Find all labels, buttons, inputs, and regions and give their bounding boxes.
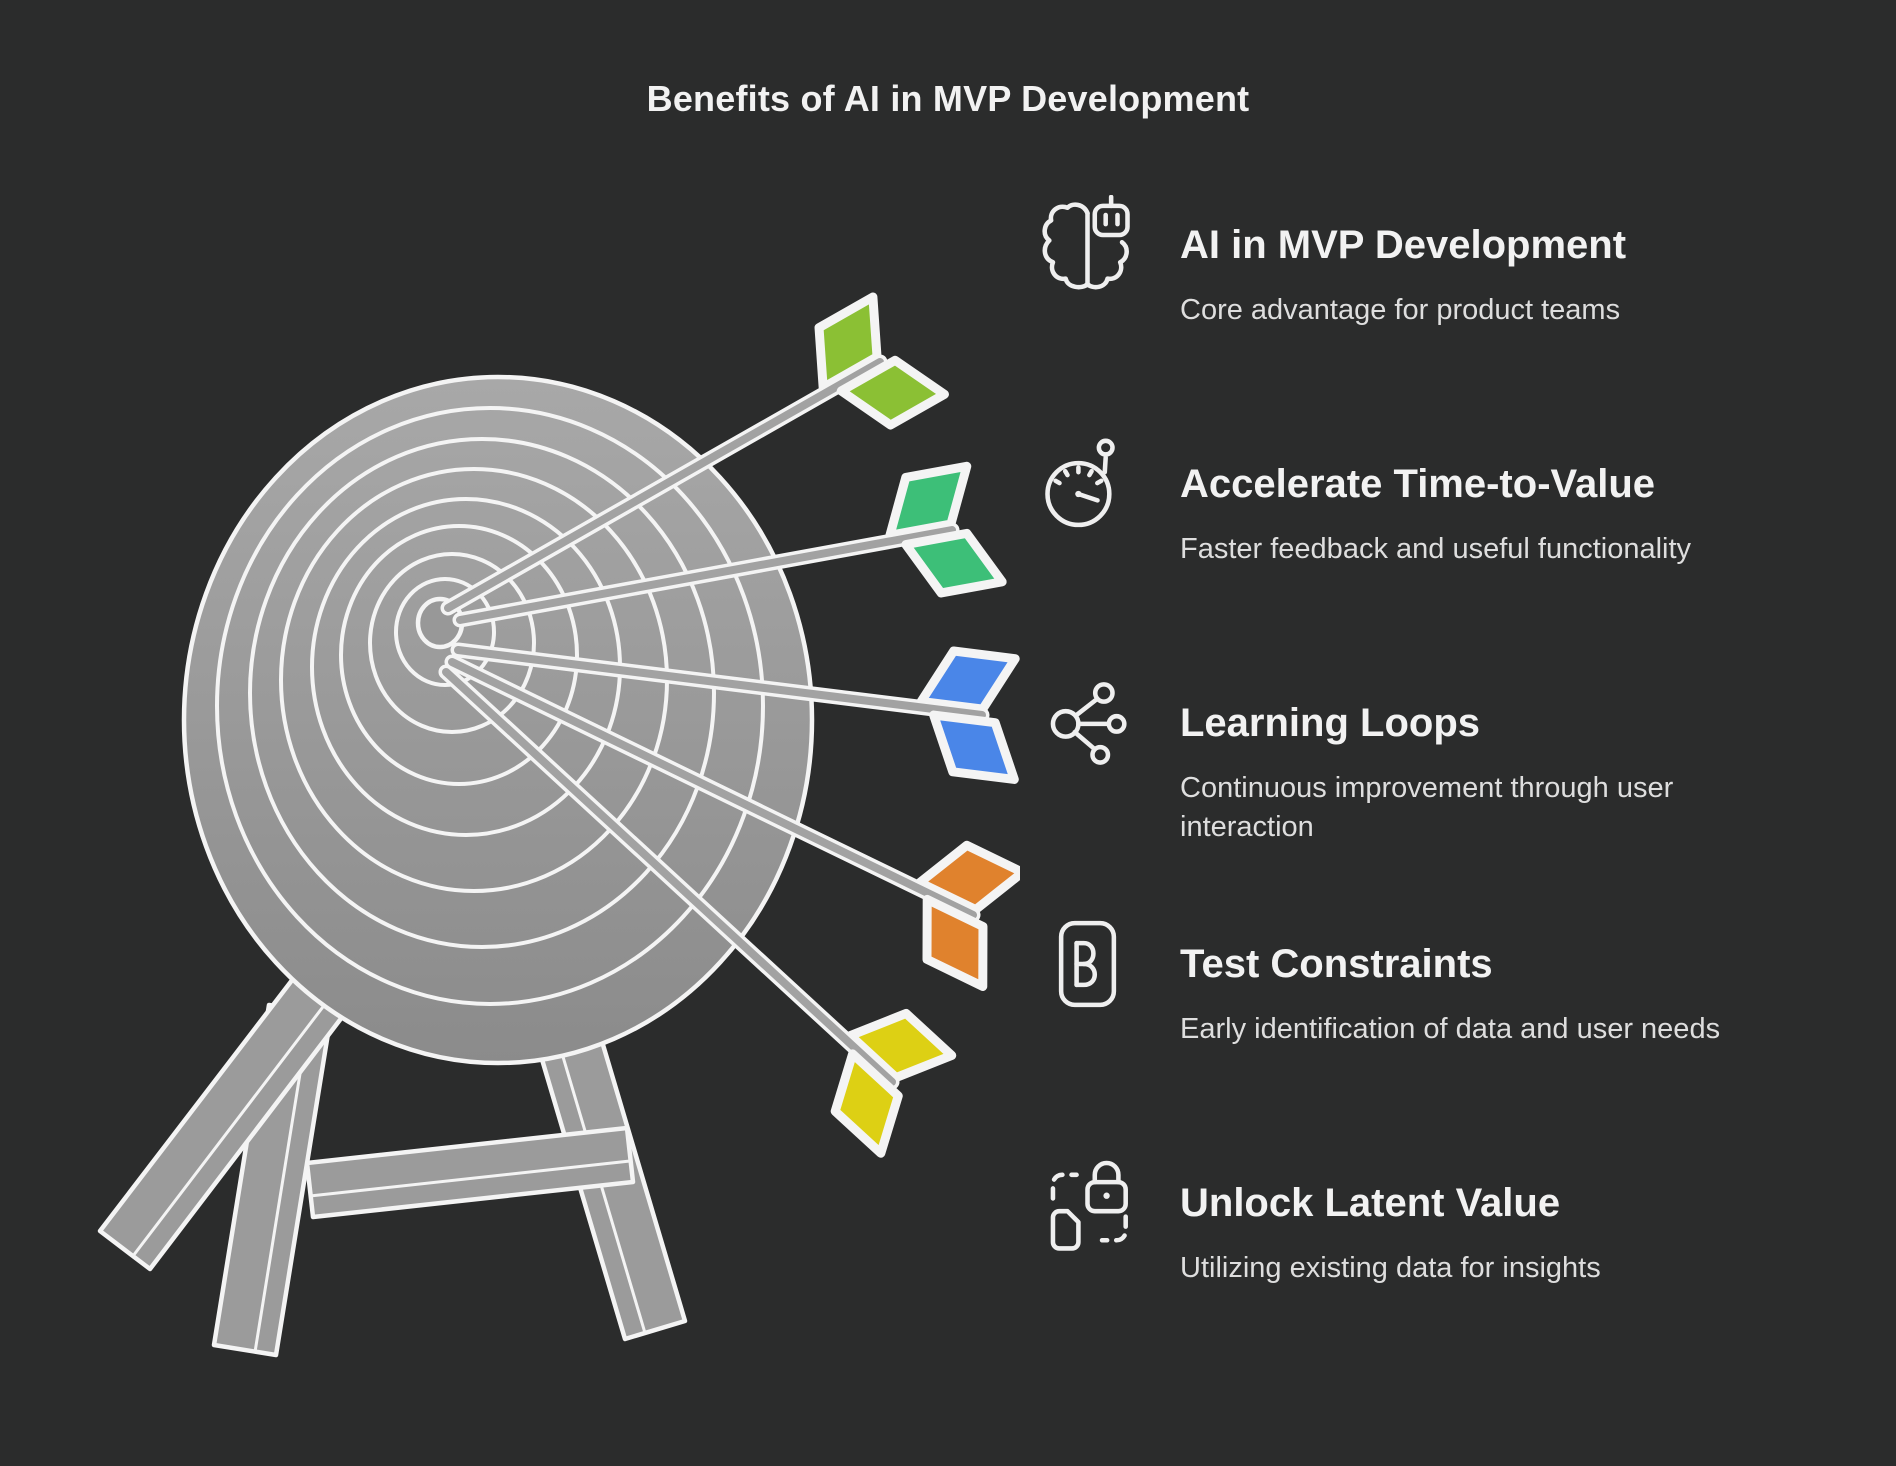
letter-b-badge-icon: [1040, 912, 1135, 1016]
target-illustration: [80, 290, 1028, 1460]
unlock-data-icon: [1040, 1151, 1135, 1255]
list-item: Unlock Latent Value Utilizing existing d…: [1040, 1151, 1760, 1288]
item-heading: Accelerate Time-to-Value: [1180, 462, 1656, 506]
item-heading: Unlock Latent Value: [1180, 1181, 1561, 1225]
arrow-emerald: [452, 461, 1007, 628]
network-nodes-icon: [1040, 671, 1135, 775]
list-item: AI in MVP Development Core advantage for…: [1040, 193, 1760, 330]
arrow-green: [440, 292, 949, 616]
list-item: Accelerate Time-to-Value Faster feedback…: [1040, 432, 1760, 569]
arrow-yellow: [438, 664, 957, 1158]
item-heading: Test Constraints: [1180, 942, 1493, 986]
arrow-blue: [450, 642, 1020, 784]
item-heading: Learning Loops: [1180, 701, 1480, 745]
item-description: Faster feedback and useful functionality: [1180, 533, 1692, 565]
list-item: Learning Loops Continuous improvement th…: [1040, 671, 1760, 847]
item-heading: AI in MVP Development: [1180, 223, 1627, 267]
item-description: Utilizing existing data for insights: [1180, 1252, 1601, 1284]
speedometer-icon: [1040, 432, 1135, 536]
item-description: Core advantage for product teams: [1180, 294, 1621, 326]
stand-crossbar: [304, 1125, 636, 1220]
ai-brain-icon: [1040, 193, 1135, 297]
item-description: Early identification of data and user ne…: [1180, 1013, 1721, 1045]
page-title: Benefits of AI in MVP Development: [646, 78, 1250, 119]
item-description: Continuous improvement through user inte…: [1180, 772, 1674, 843]
list-item: Test Constraints Early identification of…: [1040, 912, 1760, 1049]
target-with-arrows-graphic: [97, 292, 1028, 1358]
